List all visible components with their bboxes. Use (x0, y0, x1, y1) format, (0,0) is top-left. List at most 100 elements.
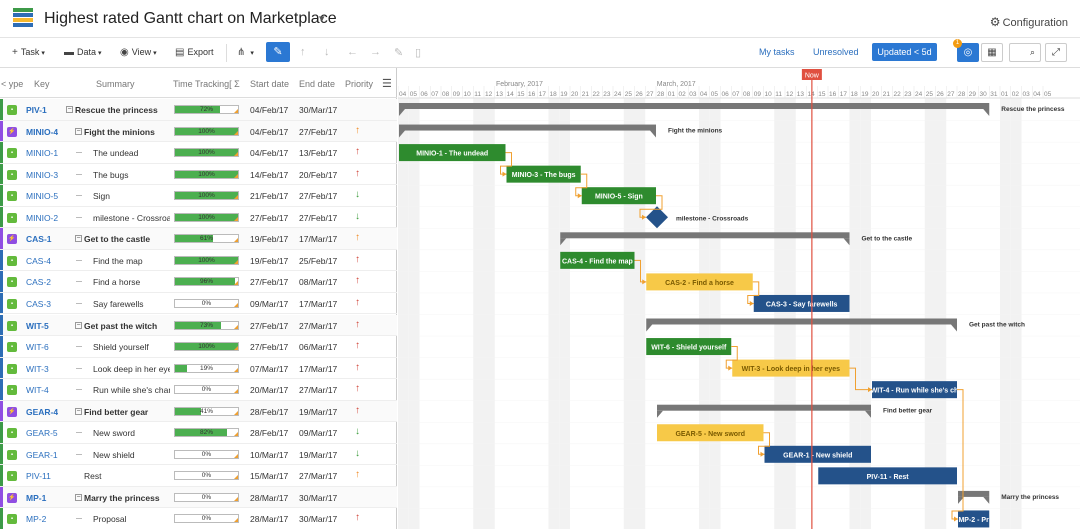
view-menu-button[interactable]: ◉View▾ (120, 47, 157, 58)
issue-key[interactable]: CAS-4 (26, 255, 52, 266)
end-date[interactable]: 19/Mar/17 (299, 449, 338, 460)
start-date[interactable]: 28/Feb/17 (250, 406, 289, 417)
collapse-toggle-icon[interactable]: − (75, 321, 82, 329)
end-date[interactable]: 19/Mar/17 (299, 406, 338, 417)
start-date[interactable]: 10/Mar/17 (250, 449, 289, 460)
end-date[interactable]: 17/Mar/17 (299, 234, 338, 245)
issue-key[interactable]: PIV-1 (26, 105, 47, 115)
end-date[interactable]: 27/Feb/17 (299, 126, 338, 137)
collapse-toggle-icon[interactable]: − (75, 407, 82, 415)
collapse-toggle-icon[interactable]: − (75, 235, 82, 243)
end-date[interactable]: 27/Mar/17 (299, 471, 338, 482)
my-tasks-filter[interactable]: My tasks (759, 47, 795, 57)
start-date[interactable]: 20/Mar/17 (250, 385, 289, 396)
collapse-toggle-icon[interactable]: − (75, 127, 82, 135)
summary-bar[interactable] (958, 490, 990, 497)
summary-bar[interactable] (646, 318, 957, 325)
end-date[interactable]: 06/Mar/17 (299, 342, 338, 353)
calendar-button[interactable]: ▦ (981, 43, 1003, 62)
column-summary[interactable]: Summary (96, 79, 135, 89)
unresolved-filter[interactable]: Unresolved (813, 47, 859, 57)
issue-key[interactable]: WIT-4 (26, 385, 49, 396)
start-date[interactable]: 27/Feb/17 (250, 212, 289, 223)
edit-mode-button[interactable]: ✎ (266, 42, 290, 62)
start-date[interactable]: 19/Feb/17 (250, 234, 289, 245)
issue-key[interactable]: GEAR-4 (26, 406, 58, 417)
start-date[interactable]: 27/Feb/17 (250, 277, 289, 288)
column-end-date[interactable]: End date (299, 79, 336, 89)
issue-key[interactable]: CAS-3 (26, 298, 52, 309)
issue-key[interactable]: MINIO-3 (26, 169, 58, 180)
hierarchy-menu-button[interactable]: ⋔▾ (237, 47, 254, 58)
search-button[interactable]: ⌕ (1009, 43, 1041, 62)
start-date[interactable]: 14/Feb/17 (250, 169, 289, 180)
export-button[interactable]: ▤Export (175, 47, 213, 58)
end-date[interactable]: 27/Feb/17 (299, 212, 338, 223)
end-date[interactable]: 30/Mar/17 (299, 105, 338, 115)
issue-key[interactable]: WIT-5 (26, 320, 49, 331)
compass-button[interactable]: ◎ (957, 43, 979, 62)
summary-bar[interactable] (560, 232, 850, 239)
summary-bar[interactable] (399, 124, 656, 131)
end-date[interactable]: 08/Mar/17 (299, 277, 338, 288)
milestone-diamond[interactable] (646, 206, 668, 229)
title-dropdown-icon[interactable]: ▾ (319, 13, 325, 25)
issue-key[interactable]: WIT-6 (26, 342, 49, 353)
column-settings-icon[interactable]: ☰ (382, 78, 392, 90)
end-date[interactable]: 27/Mar/17 (299, 385, 338, 396)
task-bar[interactable] (958, 510, 990, 528)
edit-icon[interactable]: ✎ (394, 47, 404, 59)
end-date[interactable]: 27/Mar/17 (299, 320, 338, 331)
start-date[interactable]: 04/Feb/17 (250, 105, 289, 115)
end-date[interactable]: 30/Mar/17 (299, 492, 338, 503)
task-bar[interactable] (872, 381, 957, 399)
table-row[interactable]: ▪PIV-1−Rescue the princess 72% 04/Feb/17… (0, 99, 397, 121)
end-date[interactable]: 17/Mar/17 (299, 363, 338, 374)
issue-key[interactable]: CAS-1 (26, 234, 52, 245)
start-date[interactable]: 19/Feb/17 (250, 255, 289, 266)
column-start-date[interactable]: Start date (250, 79, 290, 89)
start-date[interactable]: 07/Mar/17 (250, 363, 289, 374)
updated-filter-button[interactable]: Updated < 5d (872, 43, 937, 61)
issue-key[interactable]: CAS-2 (26, 277, 52, 288)
configuration-button[interactable]: ⚙Configuration (990, 15, 1068, 29)
column-type[interactable]: < ype (1, 79, 24, 89)
task-bar[interactable] (560, 251, 635, 269)
collapse-toggle-icon[interactable]: − (66, 106, 73, 113)
end-date[interactable]: 09/Mar/17 (299, 428, 338, 439)
task-bar[interactable] (646, 338, 732, 356)
start-date[interactable]: 15/Mar/17 (250, 471, 289, 482)
column-time-tracking[interactable]: Time Tracking[ Σ (173, 79, 240, 89)
outdent-icon[interactable]: ← (347, 46, 358, 58)
end-date[interactable]: 17/Mar/17 (299, 298, 338, 309)
start-date[interactable]: 04/Feb/17 (250, 126, 289, 137)
task-bar[interactable] (657, 424, 764, 442)
task-bar[interactable] (646, 273, 753, 291)
data-menu-button[interactable]: ▬Data▾ (64, 47, 102, 58)
task-bar[interactable] (399, 144, 506, 162)
task-bar[interactable] (764, 445, 872, 463)
column-key[interactable]: Key (34, 79, 50, 89)
start-date[interactable]: 28/Mar/17 (250, 492, 289, 503)
end-date[interactable]: 30/Mar/17 (299, 514, 338, 525)
start-date[interactable]: 27/Feb/17 (250, 320, 289, 331)
table-row[interactable]: ⚡MINIO-4−Fight the minions 100% 04/Feb/1… (0, 120, 397, 143)
issue-key[interactable]: MP-1 (26, 492, 47, 503)
task-bar[interactable] (732, 359, 850, 377)
task-bar[interactable] (506, 165, 581, 183)
